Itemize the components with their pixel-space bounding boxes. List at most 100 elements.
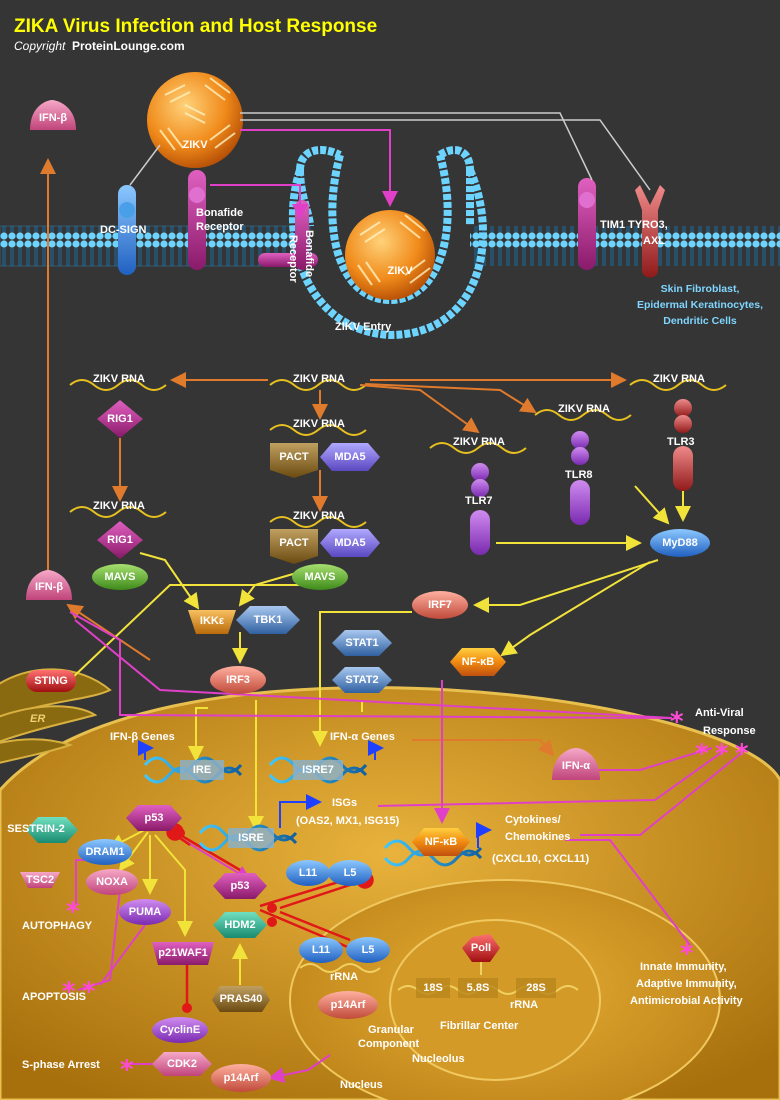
svg-text:PUMA: PUMA <box>129 906 161 918</box>
yellow-arrows <box>69 466 691 985</box>
virus-particle-icon <box>147 72 243 168</box>
svg-text:NF-κB: NF-κB <box>462 656 494 668</box>
dram1-node: DRAM1 <box>78 839 132 865</box>
svg-text:p14Arf: p14Arf <box>331 999 366 1011</box>
asterisk-icon: * <box>82 977 96 1007</box>
isgs-label: ISGs <box>332 797 357 809</box>
svg-text:p53: p53 <box>145 812 164 824</box>
inhibit-dot-l11b <box>267 917 277 927</box>
ifnb-genes-label: IFN-β Genes <box>110 731 175 743</box>
stat2-node: STAT2 <box>332 667 392 693</box>
asterisk-icon: * <box>695 739 709 769</box>
orange-arrows <box>40 158 627 757</box>
svg-text:STAT1: STAT1 <box>345 637 378 649</box>
zikv-entry-label: ZIKV Entry <box>335 321 392 333</box>
bonafide-v-label-2: Receptor <box>287 235 299 283</box>
sting-node: STING <box>26 670 76 692</box>
apoptosis-label: APOPTOSIS <box>22 991 86 1003</box>
svg-text:L5: L5 <box>344 867 357 879</box>
bonafide-v-label-1: Bonafide <box>303 230 315 277</box>
ifn-alpha-node: IFN-α <box>552 748 600 780</box>
asterisk-icon: * <box>66 897 80 927</box>
svg-text:SESTRIN-2: SESTRIN-2 <box>7 823 64 835</box>
cdk2-node: CDK2 <box>152 1052 212 1076</box>
innate-label-3: Antimicrobial Activity <box>630 995 744 1007</box>
svg-text:HDM2: HDM2 <box>224 919 255 931</box>
sphase-label: S-phase Arrest <box>22 1059 100 1071</box>
svg-text:ISRE7: ISRE7 <box>302 764 334 776</box>
tsc2-node: TSC2 <box>20 872 60 888</box>
virus-particle-icon <box>345 210 435 300</box>
p53-node-b: p53 <box>213 873 267 899</box>
ifn-beta-node-mid: IFN-β <box>26 570 72 600</box>
pact-node-a: PACT <box>270 443 318 478</box>
fibrillar-center-shape <box>389 919 601 1081</box>
svg-text:PACT: PACT <box>279 451 308 463</box>
l5-node-b: L5 <box>346 937 390 963</box>
granular-label-2: Component <box>358 1038 419 1050</box>
zikv-virus-outer: ZIKV <box>147 72 243 168</box>
antiviral-label-2: Response <box>703 725 756 737</box>
ifn-beta-node-top: IFN-β <box>30 100 76 130</box>
rig1-node-a: RIG1 <box>97 400 143 438</box>
noxa-node: NOXA <box>86 869 138 895</box>
asterisk-icon: * <box>680 939 694 969</box>
svg-text:MDA5: MDA5 <box>334 537 365 549</box>
svg-text:CyclinE: CyclinE <box>160 1024 200 1036</box>
svg-text:IRE: IRE <box>193 764 211 776</box>
pras40-node: PRAS40 <box>212 986 270 1012</box>
svg-text:L5: L5 <box>362 944 375 956</box>
er-label: ER <box>30 713 45 725</box>
bonafide-label-2: Receptor <box>196 221 244 233</box>
svg-text:Dendritic Cells: Dendritic Cells <box>663 315 737 327</box>
svg-text:MAVS: MAVS <box>305 571 336 583</box>
rna-pact2-label: ZIKV RNA <box>293 510 345 522</box>
ifna-genes-label: IFN-α Genes <box>330 731 395 743</box>
rna-strands <box>69 379 727 528</box>
svg-text:p53: p53 <box>231 880 250 892</box>
granular-label-1: Granular <box>368 1024 415 1036</box>
mavs-node-a: MAVS <box>92 564 148 590</box>
cytokines-label-2: Chemokines <box>505 831 570 843</box>
svg-text:L11: L11 <box>312 944 330 956</box>
stat1-node: STAT1 <box>332 630 392 656</box>
svg-text:Epidermal Keratinocytes,: Epidermal Keratinocytes, <box>637 299 763 311</box>
svg-text:STING: STING <box>34 675 68 687</box>
copyright-prefix: Copyright <box>14 39 66 53</box>
asterisk-icon: * <box>62 977 76 1007</box>
irf7-node: IRF7 <box>412 591 468 619</box>
tlr8-receptor: TLR8 <box>565 431 593 525</box>
rig1-node-b: RIG1 <box>97 521 143 559</box>
inhibit-dot-l11 <box>267 903 277 913</box>
autophagy-label: AUTOPHAGY <box>22 920 93 932</box>
antiviral-label-1: Anti-Viral <box>695 707 744 719</box>
svg-text:CDK2: CDK2 <box>167 1058 197 1070</box>
svg-text:TSC2: TSC2 <box>26 874 54 886</box>
plasma-membrane <box>0 146 780 340</box>
myd88-node: MyD88 <box>650 529 710 557</box>
asterisk-icons: * * * * * * * * * <box>62 707 749 1085</box>
svg-text:NF-κB: NF-κB <box>425 836 457 848</box>
svg-text:TLR7: TLR7 <box>465 495 493 507</box>
inhibit-dot-p53 <box>175 828 185 838</box>
nfkb-node-a: NF-κB <box>450 648 506 676</box>
rna-tlr8-label: ZIKV RNA <box>558 403 610 415</box>
svg-text:IRF7: IRF7 <box>428 599 452 611</box>
svg-text:DRAM1: DRAM1 <box>85 846 124 858</box>
cytokines-label-1: Cytokines/ <box>505 814 561 826</box>
svg-text:PACT: PACT <box>279 537 308 549</box>
rrna-label-2: rRNA <box>510 999 538 1011</box>
irf3-node: IRF3 <box>210 666 266 694</box>
puma-node: PUMA <box>119 899 171 925</box>
svg-text:ISRE: ISRE <box>238 832 264 844</box>
bonafide-label-1: Bonafide <box>196 207 243 219</box>
ikke-node: IKKε <box>188 610 236 634</box>
svg-text:p14Arf: p14Arf <box>224 1072 259 1084</box>
dna-isre: ISRE <box>198 824 298 852</box>
p14arf-node-b: p14Arf <box>211 1064 271 1092</box>
bonafide-receptor: Bonafide Receptor <box>188 170 244 270</box>
p53-node-a: p53 <box>126 805 182 831</box>
tyro3-label: TYRO3, <box>628 219 668 231</box>
svg-text:RIG1: RIG1 <box>107 534 133 546</box>
